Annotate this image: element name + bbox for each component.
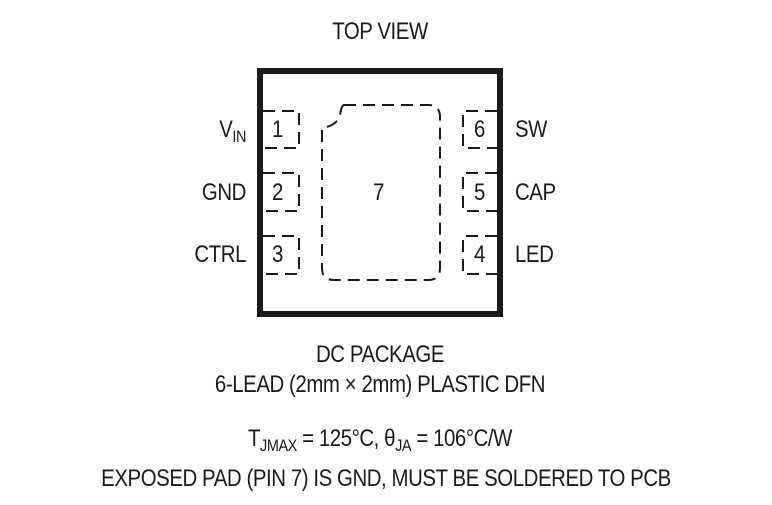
pin-label-led: LED [515,241,554,268]
pin-number-1: 1 [272,116,283,143]
thermal-specs: TJMAX = 125°C, θJA = 106°C/W [168,425,593,455]
tj-symbol: T [248,425,261,452]
tj-subscript: JMAX [260,436,297,455]
diagram-title: TOP VIEW [332,18,428,45]
pin-label-ctrl: CTRL [194,241,246,268]
theta-symbol: θ [384,425,396,452]
theta-value: = 106°C/W [411,425,512,452]
pin-label-sw: SW [515,116,548,143]
pin-pad-6 [462,110,497,149]
exposed-pad-note: EXPOSED PAD (PIN 7) IS GND, MUST BE SOLD… [101,465,671,492]
pin-number-2: 2 [272,179,283,206]
pin-number-5: 5 [474,179,485,206]
package-body [257,68,503,317]
pin-label-vin: VIN [161,116,246,146]
pin-label-vin-main: V [219,116,233,143]
pin-number-6: 6 [474,116,485,143]
tj-value: = 125°C, [296,425,385,452]
package-description: 6-LEAD (2mm × 2mm) PLASTIC DFN [214,371,546,398]
pin-number-7: 7 [373,179,384,206]
pin-label-cap: CAP [515,179,556,206]
pin-number-4: 4 [474,241,485,268]
exposed-pad-outline [321,104,441,281]
package-name: DC PACKAGE [315,341,445,368]
pin-label-gnd: GND [201,179,246,206]
pin-number-3: 3 [272,241,283,268]
theta-subscript: JA [395,436,412,455]
pin-label-vin-sub: IN [232,127,246,146]
